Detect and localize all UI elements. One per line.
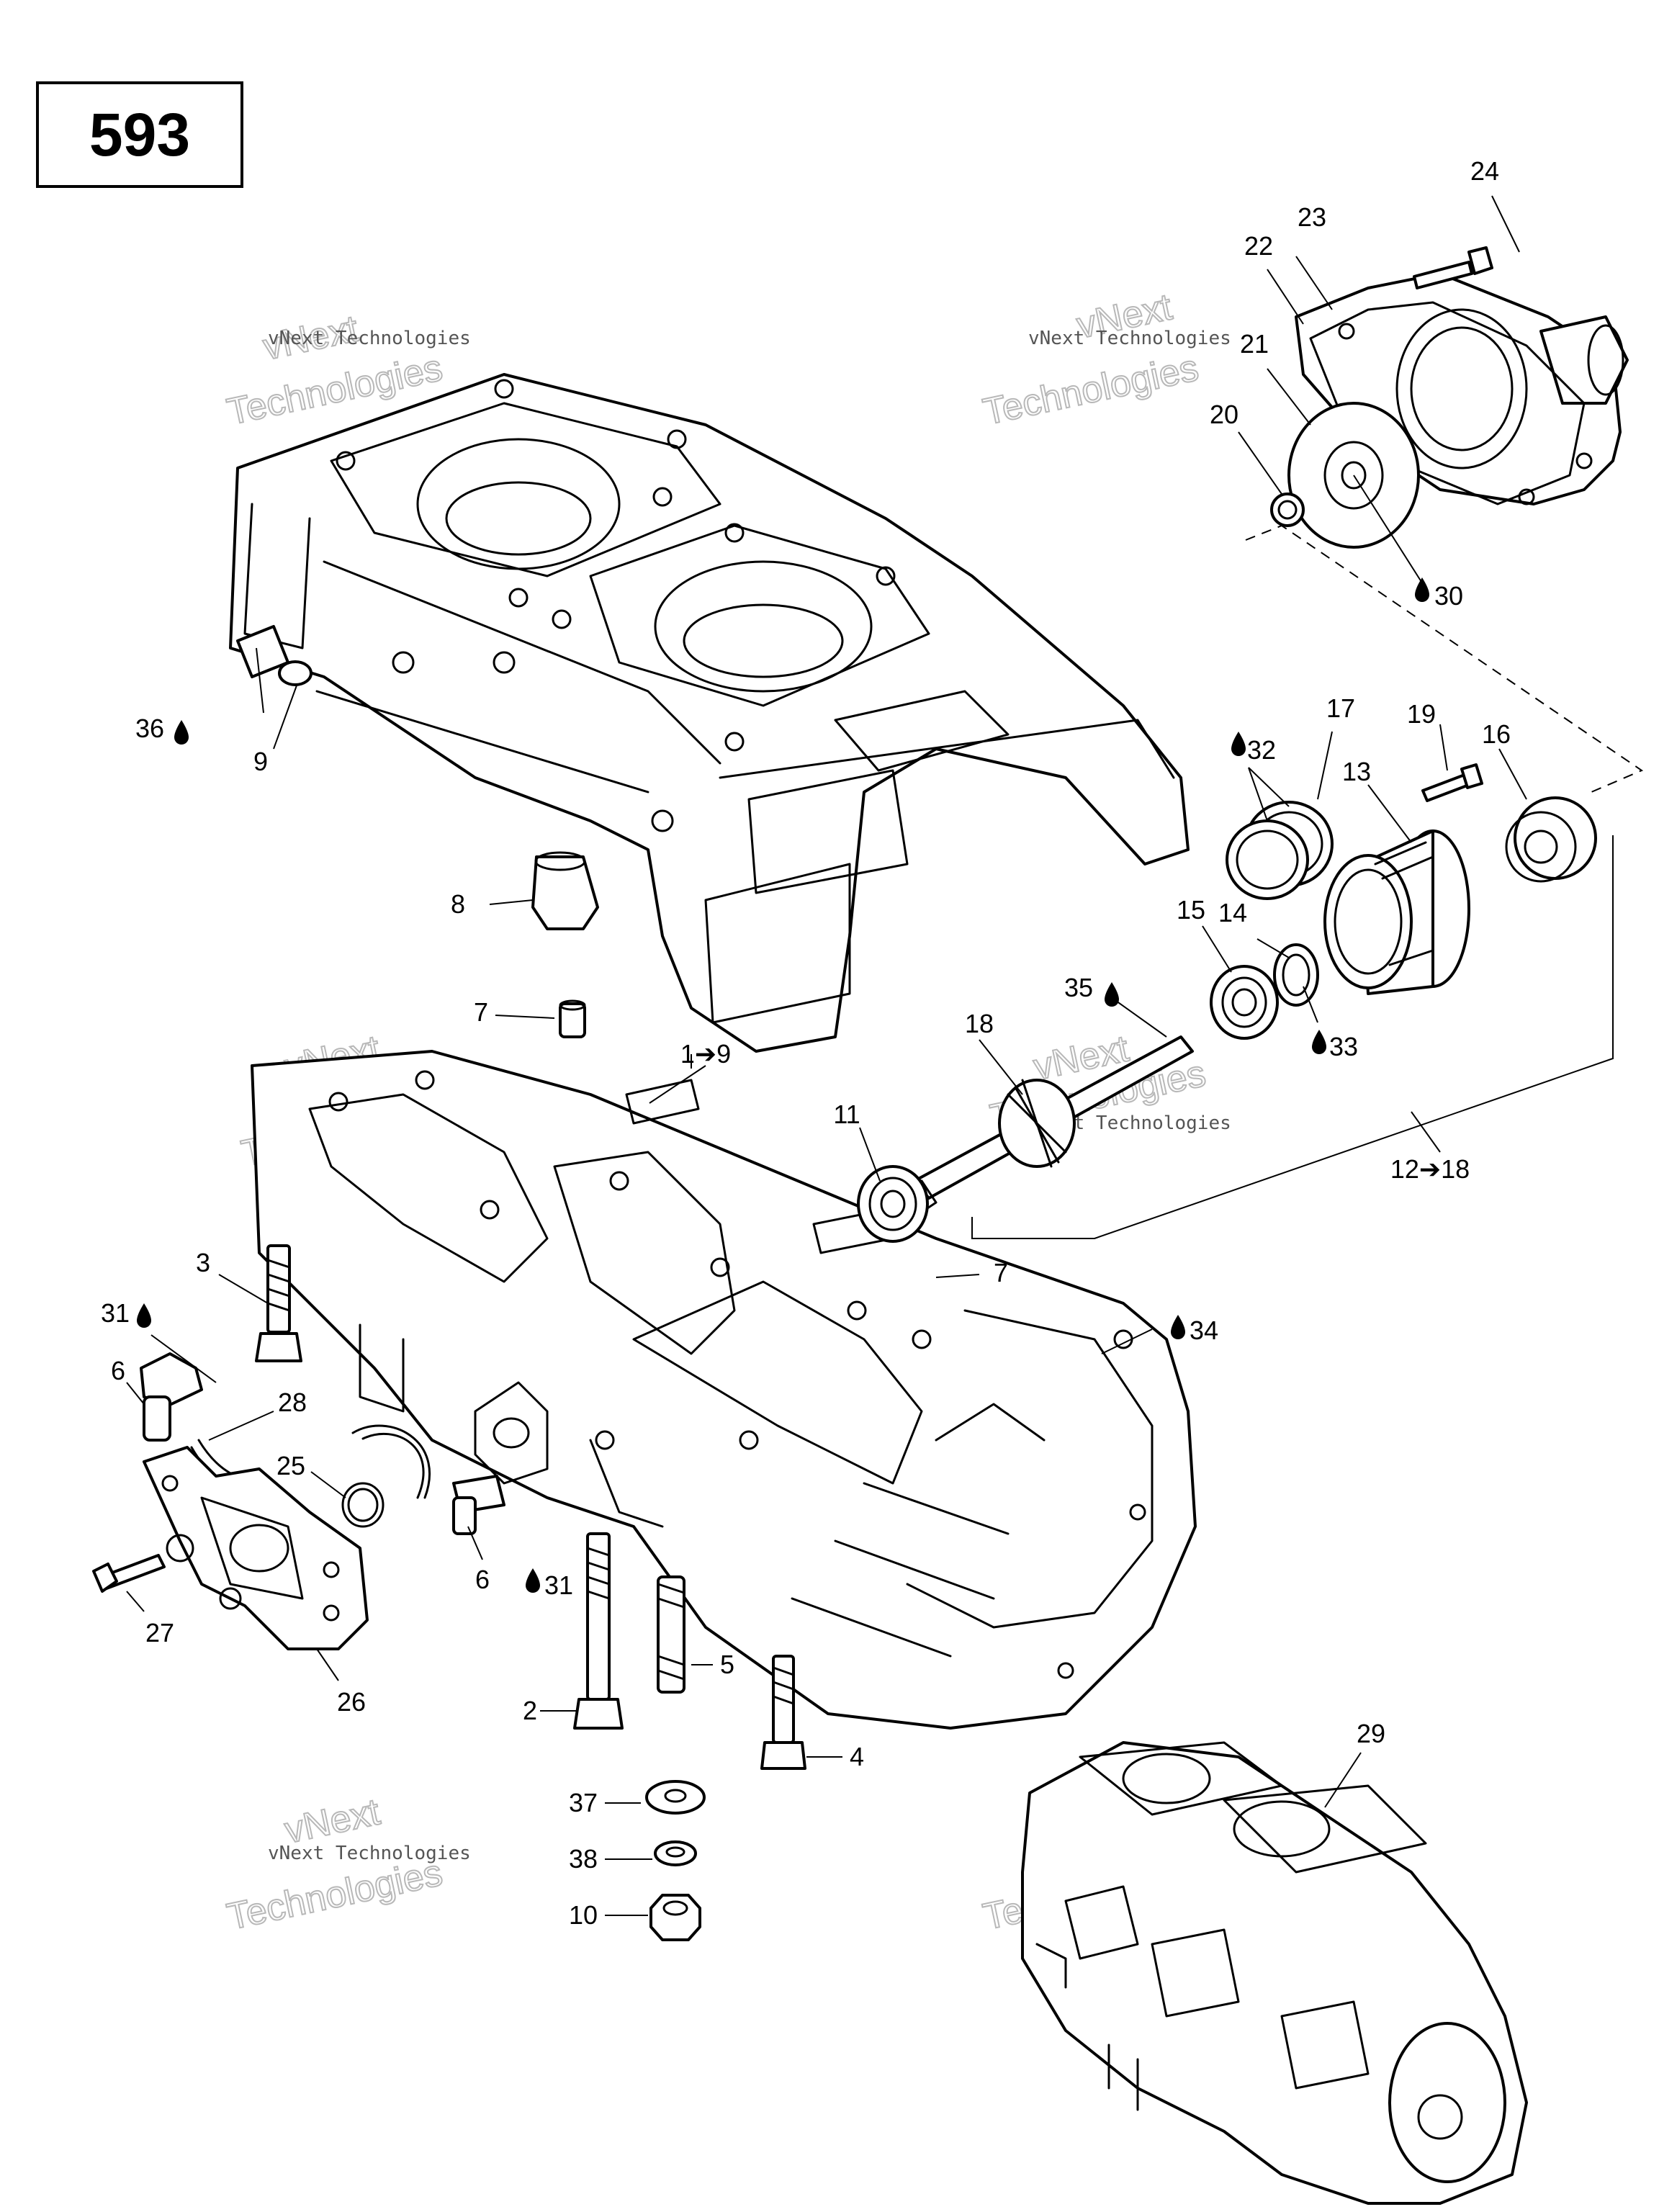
drop-icon-36 bbox=[174, 720, 189, 745]
callout-23: 23 bbox=[1298, 202, 1326, 232]
callout-21: 21 bbox=[1240, 329, 1269, 359]
drop-icon-32 bbox=[1231, 732, 1246, 756]
bolt-24 bbox=[1413, 246, 1493, 289]
callout-15: 15 bbox=[1177, 895, 1205, 925]
callout-35: 35 bbox=[1064, 973, 1093, 1002]
watermark-text: Technologies bbox=[979, 347, 1202, 433]
bolt-3 bbox=[255, 1244, 302, 1362]
callout-27: 27 bbox=[145, 1618, 174, 1647]
callout-2: 2 bbox=[523, 1696, 537, 1725]
drop-icon-31-right bbox=[526, 1568, 540, 1593]
callout-4: 4 bbox=[850, 1742, 864, 1771]
callout-34: 34 bbox=[1190, 1316, 1218, 1345]
callout-33: 33 bbox=[1329, 1032, 1358, 1061]
callout-38: 38 bbox=[569, 1844, 598, 1874]
callout-31-right: 31 bbox=[544, 1570, 573, 1600]
bolt-2 bbox=[573, 1532, 624, 1730]
watermark-text: vNext Technologies bbox=[268, 328, 471, 349]
o-ring-20 bbox=[1270, 493, 1305, 527]
watermark-text: Technologies bbox=[223, 1852, 446, 1938]
bolt-4 bbox=[760, 1655, 806, 1770]
seal-17 bbox=[1226, 801, 1334, 900]
callout-3: 3 bbox=[196, 1248, 210, 1277]
callout-20: 20 bbox=[1210, 400, 1238, 429]
page-number: 593 bbox=[89, 101, 190, 168]
callout-19: 19 bbox=[1407, 699, 1436, 729]
stud-5 bbox=[657, 1575, 685, 1694]
bearing-15 bbox=[1210, 965, 1279, 1040]
callout-5: 5 bbox=[720, 1650, 734, 1679]
upper-crankcase bbox=[229, 373, 1190, 1053]
callout-36: 36 bbox=[135, 714, 164, 743]
callout-28: 28 bbox=[278, 1388, 307, 1417]
callout-26: 26 bbox=[337, 1687, 366, 1717]
drop-icon-31-left bbox=[137, 1303, 151, 1328]
bearing-11 bbox=[857, 1165, 929, 1243]
callout-14: 14 bbox=[1218, 898, 1247, 927]
callout-13: 13 bbox=[1342, 757, 1371, 786]
bracket-12-18 bbox=[971, 835, 1614, 1239]
drop-icon-35 bbox=[1105, 982, 1119, 1007]
watermark-bottom-left: vNext vNext Technologies Technologies bbox=[222, 1790, 471, 1938]
watermark-text: vNext Technologies bbox=[268, 1843, 471, 1864]
dowel-pin-upper bbox=[559, 999, 586, 1038]
callout-1-9: 1➔9 bbox=[680, 1039, 731, 1069]
oil-pump-26 bbox=[143, 1446, 369, 1650]
callout-31-left: 31 bbox=[101, 1298, 130, 1328]
callout-labels: 24 23 22 21 20 30 17 19 16 32 13 14 15 3… bbox=[101, 156, 1511, 1930]
callout-16: 16 bbox=[1482, 719, 1511, 749]
fitting-6-right bbox=[452, 1475, 505, 1535]
callout-22: 22 bbox=[1244, 231, 1273, 261]
nut-10 bbox=[649, 1894, 701, 1941]
lower-crankcase bbox=[251, 1050, 1197, 1730]
callout-10: 10 bbox=[569, 1900, 598, 1930]
screw-19 bbox=[1421, 763, 1483, 802]
callout-6-right: 6 bbox=[475, 1565, 490, 1594]
callout-18: 18 bbox=[965, 1009, 994, 1038]
callout-9: 9 bbox=[253, 747, 268, 776]
drop-icon-30 bbox=[1415, 577, 1429, 602]
drop-icon-33 bbox=[1312, 1030, 1326, 1054]
flat-washer-37 bbox=[645, 1780, 706, 1815]
bearing-housing-13 bbox=[1323, 830, 1470, 995]
leader-lines bbox=[126, 195, 1527, 1916]
assembled-engine-29 bbox=[1021, 1741, 1528, 2205]
callout-6-left: 6 bbox=[111, 1356, 125, 1385]
callout-37: 37 bbox=[569, 1788, 598, 1817]
callout-7-upper: 7 bbox=[474, 997, 488, 1027]
callout-17: 17 bbox=[1326, 693, 1355, 723]
watermark-text: vNext Technologies bbox=[1028, 328, 1231, 349]
callout-29: 29 bbox=[1357, 1719, 1385, 1748]
callout-7-lower: 7 bbox=[994, 1258, 1008, 1287]
callout-24: 24 bbox=[1470, 156, 1499, 186]
fitting-6-left bbox=[140, 1352, 203, 1442]
drop-icon-34 bbox=[1171, 1315, 1185, 1339]
callout-25: 25 bbox=[276, 1451, 305, 1480]
watermark-top-right: vNext vNext Technologies Technologies bbox=[979, 285, 1231, 433]
o-ring-25 bbox=[341, 1482, 385, 1528]
callout-11: 11 bbox=[833, 1100, 860, 1129]
lubricant-drop-icons bbox=[137, 577, 1429, 1593]
callout-32: 32 bbox=[1247, 735, 1276, 765]
callout-30: 30 bbox=[1434, 581, 1463, 611]
seal-16 bbox=[1505, 796, 1597, 883]
bolt-27 bbox=[92, 1554, 166, 1593]
assembly-dashed-line bbox=[1245, 524, 1644, 793]
ring-14 bbox=[1273, 943, 1319, 1007]
callout-8: 8 bbox=[451, 889, 465, 919]
page-number-box: 593 bbox=[36, 81, 243, 188]
callout-12-18: 12➔18 bbox=[1390, 1154, 1470, 1184]
lock-washer-38 bbox=[654, 1840, 697, 1866]
